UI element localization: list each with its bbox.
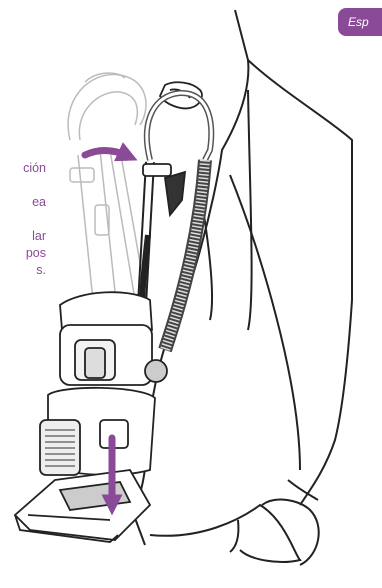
arrow-right (85, 151, 128, 156)
